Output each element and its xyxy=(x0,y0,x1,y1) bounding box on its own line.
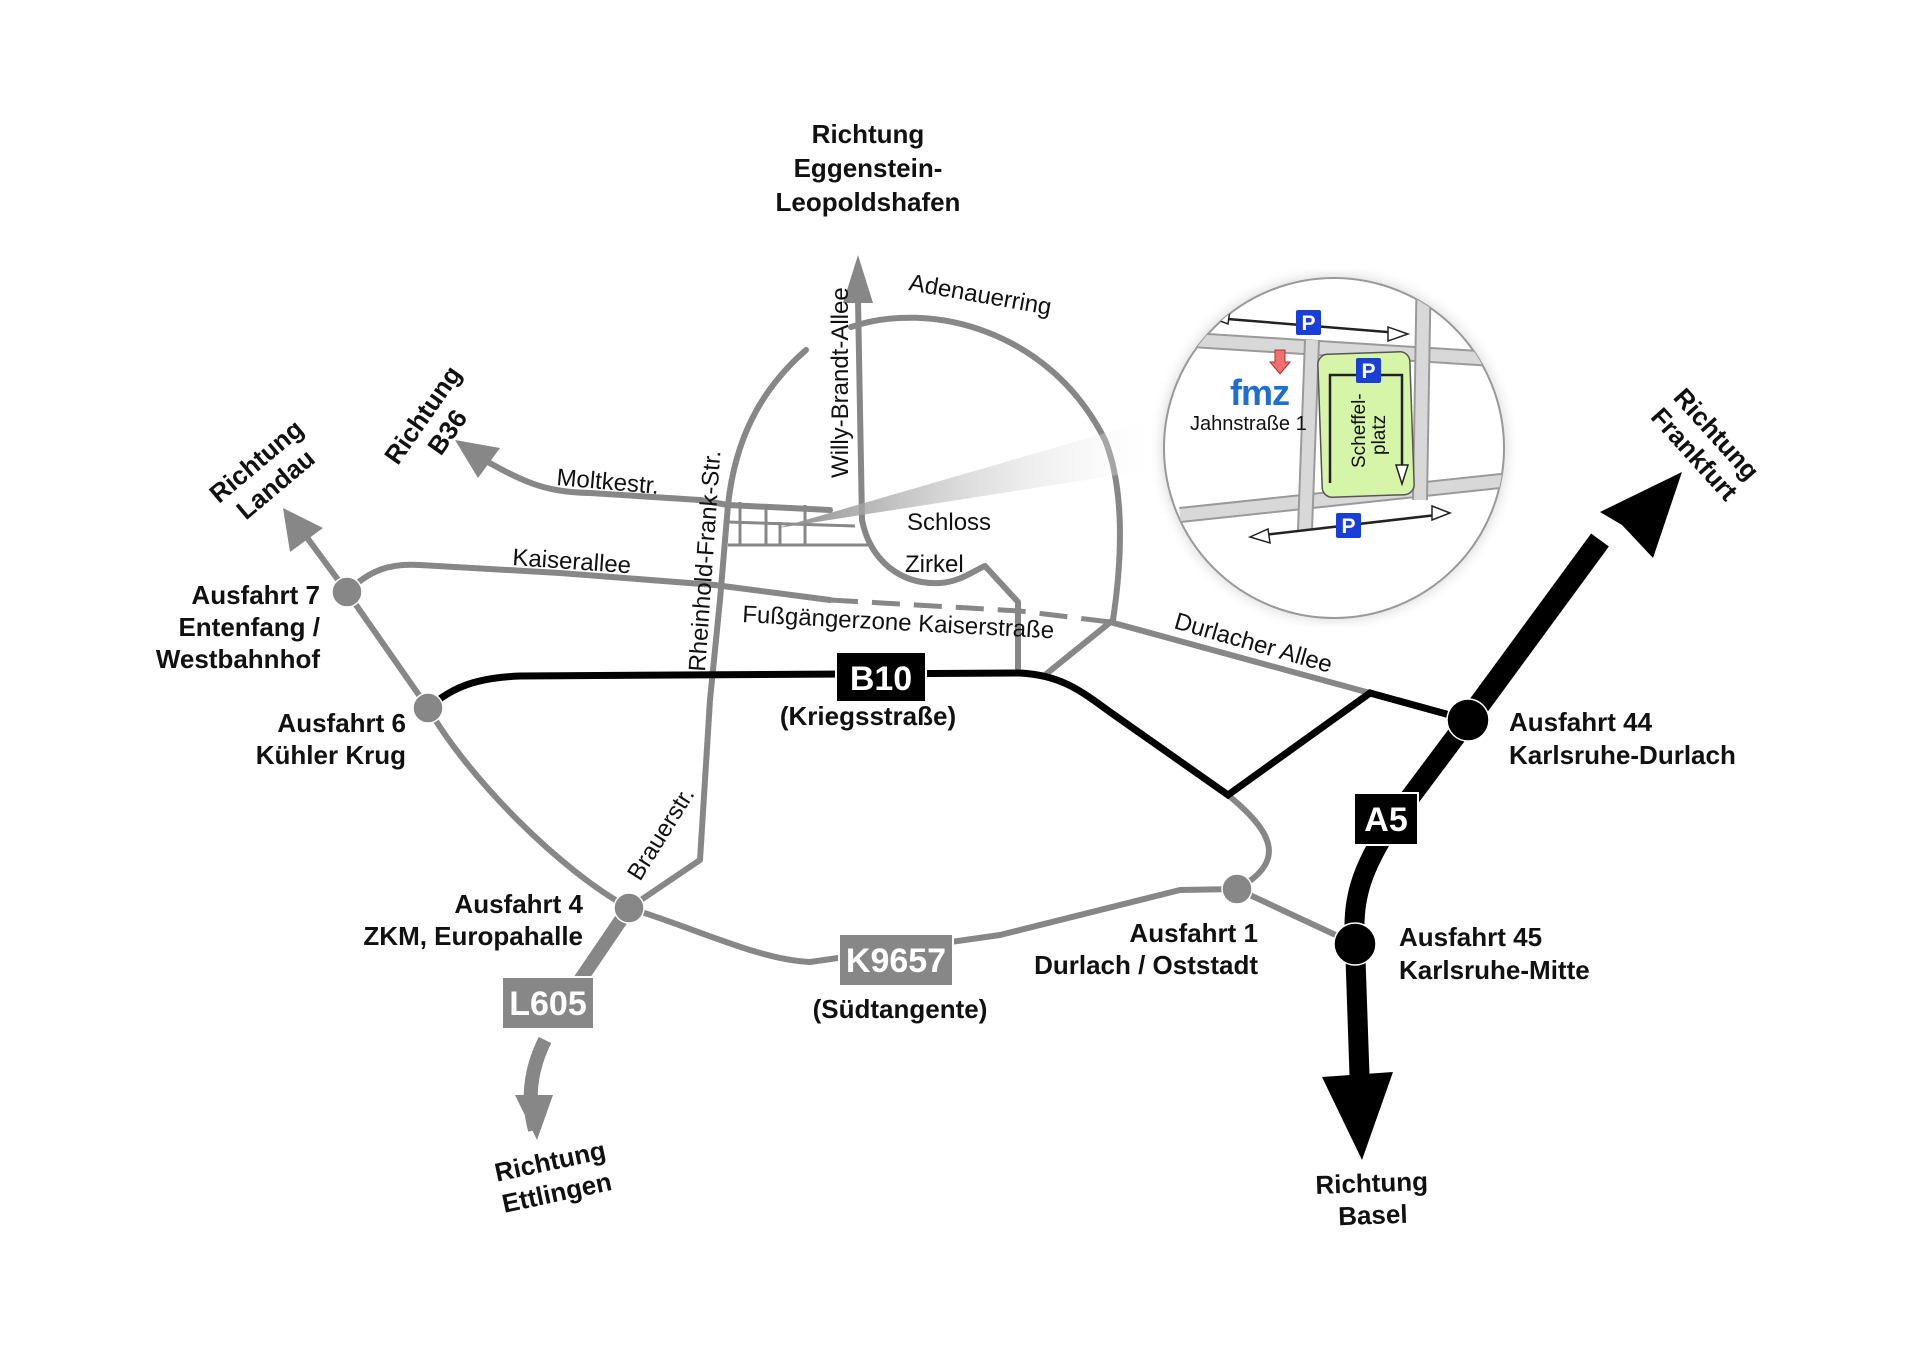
road-western-tangent xyxy=(344,589,632,911)
exit-4-marker[interactable] xyxy=(613,892,645,924)
destination-ettlingen: Richtung Ettlingen xyxy=(492,1135,614,1219)
exit-7-line1: Ausfahrt 7 xyxy=(191,580,320,610)
fmz-logo: fmz xyxy=(1230,372,1289,413)
arrow-ettlingen-icon xyxy=(515,1095,553,1140)
label-willy-brandt: Willy-Brandt-Allee xyxy=(827,287,854,478)
shield-l605: L605 xyxy=(501,976,595,1030)
road-willy-brandt-allee xyxy=(855,297,865,523)
label-adenauerring: Adenauerring xyxy=(907,269,1054,321)
exit-44-line1: Ausfahrt 44 xyxy=(1509,707,1653,737)
scheffelplatz-square xyxy=(1317,351,1415,498)
label-rheinhold: Rheinhold-Frank-Str. xyxy=(684,450,726,673)
svg-text:P: P xyxy=(1301,312,1315,335)
exit-1-marker[interactable] xyxy=(1221,873,1253,905)
road-durlacher-allee xyxy=(1107,619,1373,696)
arrow-frankfurt-icon xyxy=(1600,472,1682,558)
shield-b10: B10 xyxy=(835,651,927,703)
shield-a5-label: A5 xyxy=(1364,801,1407,839)
label-fussgaengerzone: Fußgängerzone Kaiserstraße xyxy=(742,601,1055,644)
scheffelplatz-line2: platz xyxy=(1369,415,1390,455)
label-zirkel: Zirkel xyxy=(905,551,964,578)
address-label: Jahnstraße 1 xyxy=(1190,413,1307,435)
arrow-north-icon xyxy=(843,255,873,303)
shield-a5: A5 xyxy=(1353,792,1419,846)
exit-4-line1: Ausfahrt 4 xyxy=(454,889,583,919)
exit-44-label: Ausfahrt 44 Karlsruhe-Durlach xyxy=(1509,707,1736,770)
destination-basel: Richtung Basel xyxy=(1315,1166,1429,1231)
arrow-b36-icon xyxy=(455,440,500,478)
exit-6-line2: Kühler Krug xyxy=(256,740,406,770)
road-zirkel xyxy=(859,517,1021,675)
exit-6-marker[interactable] xyxy=(412,692,444,724)
city-grid xyxy=(727,502,870,547)
svg-text:P: P xyxy=(1341,515,1355,538)
dest-north-line1: Richtung xyxy=(812,119,925,149)
shield-b10-label: B10 xyxy=(850,660,912,698)
exit-45-marker[interactable] xyxy=(1333,922,1377,966)
parking-icon: P xyxy=(1296,310,1321,335)
svg-text:P: P xyxy=(1361,360,1375,383)
road-rheinhold-frank-str xyxy=(626,347,809,911)
arrow-basel-icon xyxy=(1322,1072,1393,1160)
dest-north-line3: Leopoldshafen xyxy=(776,187,961,217)
dest-north-line2: Eggenstein- xyxy=(794,153,943,183)
exit-44-line2: Karlsruhe-Durlach xyxy=(1509,740,1736,770)
destination-north: Richtung Eggenstein- Leopoldshafen xyxy=(776,119,961,217)
shield-k9657-label: K9657 xyxy=(846,942,946,980)
road-adenauerring xyxy=(848,314,1123,623)
exit-markers xyxy=(331,576,1490,966)
dest-basel-line2: Basel xyxy=(1338,1199,1408,1231)
k9657-subtitle: (Südtangente) xyxy=(813,994,988,1024)
exit-7-label: Ausfahrt 7 Entenfang / Westbahnhof xyxy=(156,580,321,674)
exit-6-line1: Ausfahrt 6 xyxy=(277,708,406,738)
arrow-landau-icon xyxy=(283,508,323,552)
location-marker-icon xyxy=(1268,349,1292,375)
exit-6-label: Ausfahrt 6 Kühler Krug xyxy=(256,708,406,770)
destination-landau: Richtung Landau xyxy=(203,413,320,525)
exit-1-line1: Ausfahrt 1 xyxy=(1129,918,1258,948)
inset-beam xyxy=(778,420,1150,528)
exit-7-line3: Westbahnhof xyxy=(156,644,321,674)
road-suedtangente xyxy=(626,886,1240,965)
exit-7-line2: Entenfang / xyxy=(178,612,320,642)
inset-detail-map: Scheffel- platz P P P fmz xyxy=(1148,262,1520,634)
exit-4-label: Ausfahrt 4 ZKM, Europahalle xyxy=(363,889,583,951)
road-moltkestr xyxy=(467,449,833,513)
exit-1-label: Ausfahrt 1 Durlach / Oststadt xyxy=(1034,918,1258,980)
exit-7-marker[interactable] xyxy=(331,576,363,608)
parking-icon: P xyxy=(1336,513,1361,538)
label-schloss: Schloss xyxy=(907,509,991,536)
exit-45-label: Ausfahrt 45 Karlsruhe-Mitte xyxy=(1399,922,1590,985)
dest-basel-line1: Richtung xyxy=(1315,1166,1429,1200)
b10-subtitle: (Kriegsstraße) xyxy=(780,701,956,731)
exit-45-line1: Ausfahrt 45 xyxy=(1399,922,1542,952)
exit-45-line2: Karlsruhe-Mitte xyxy=(1399,955,1590,985)
minor-roads xyxy=(283,255,1373,1140)
road-a5 xyxy=(1459,533,1609,727)
parking-icon: P xyxy=(1356,358,1381,383)
shield-k9657: K9657 xyxy=(838,933,954,987)
exit-44-marker[interactable] xyxy=(1446,698,1490,742)
exit-4-line2: ZKM, Europahalle xyxy=(363,921,583,951)
scheffelplatz-line1: Scheffel- xyxy=(1349,393,1370,468)
road-b10 xyxy=(425,669,1469,800)
exit-1-line2: Durlach / Oststadt xyxy=(1034,950,1258,980)
shield-l605-label: L605 xyxy=(509,985,587,1023)
